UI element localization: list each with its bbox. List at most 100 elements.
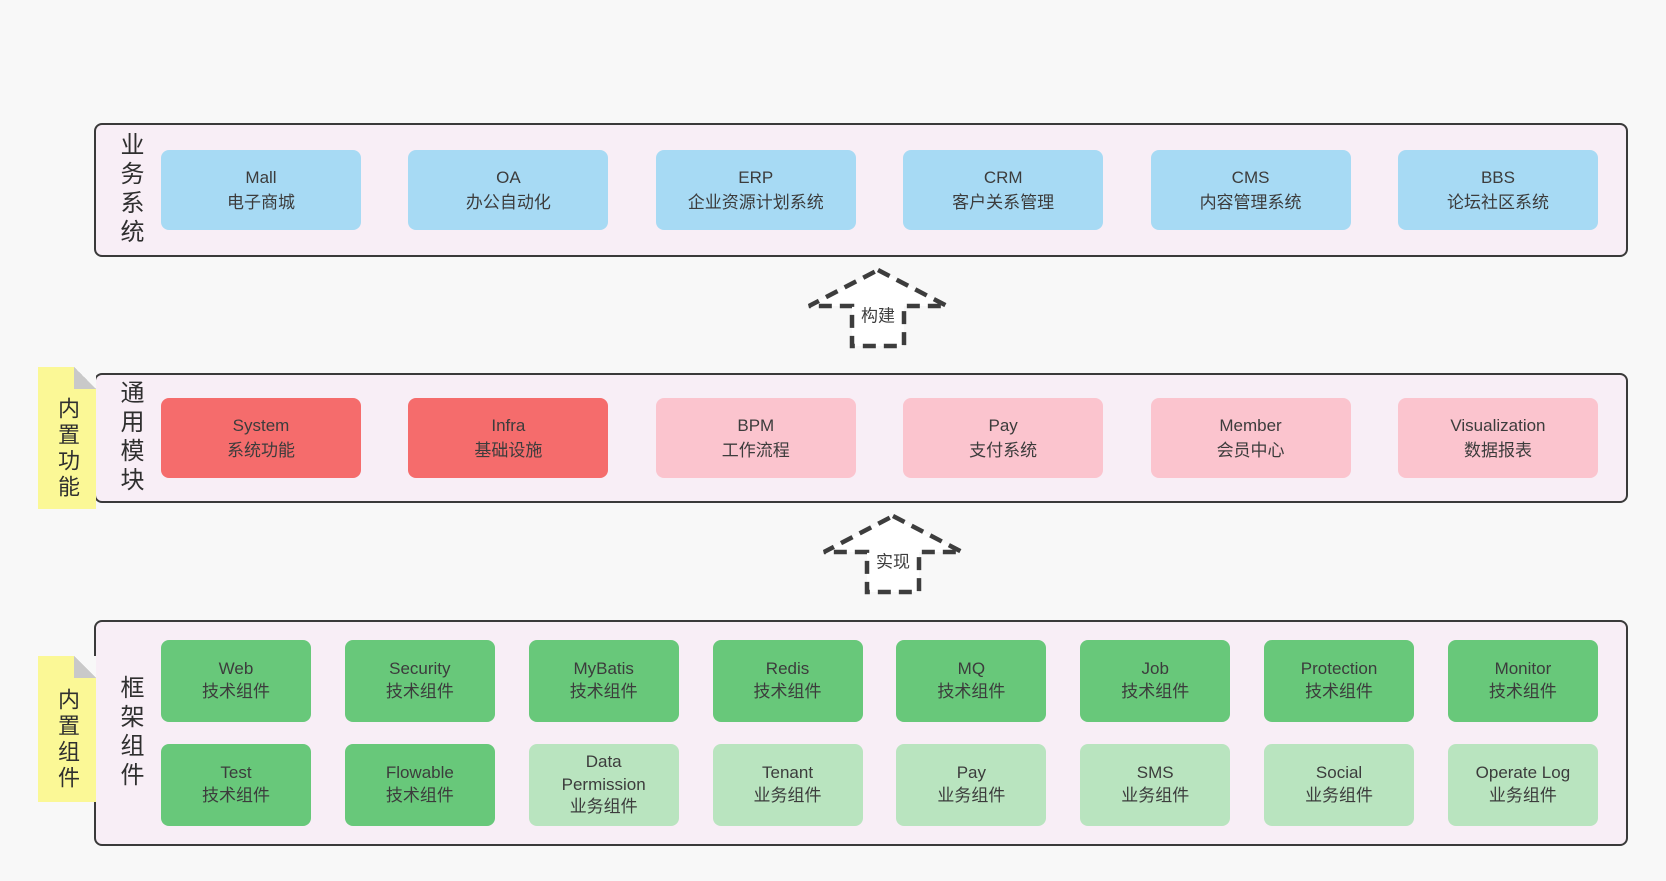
- box-subtitle: 电子商城: [227, 193, 295, 212]
- box-mall: Mall 电子商城: [161, 150, 361, 230]
- box-subtitle: 业务组件: [1488, 786, 1557, 805]
- box-subtitle: 数据报表: [1463, 441, 1532, 460]
- sticky-note-builtin-features: 内置功能: [38, 367, 96, 509]
- box-title: Infra: [491, 415, 526, 435]
- box-subtitle: 客户关系管理: [952, 193, 1055, 212]
- box-subtitle: 技术组件: [385, 786, 454, 805]
- box-social: Social 业务组件: [1264, 744, 1415, 826]
- box-sms: SMS 业务组件: [1080, 744, 1231, 826]
- box-infra: Infra 基础设施: [408, 398, 609, 478]
- box-flowable: Flowable 技术组件: [344, 744, 495, 826]
- box-subtitle: 支付系统: [969, 441, 1038, 460]
- box-subtitle: 技术组件: [202, 786, 270, 805]
- panel-business-label: 业务系统: [116, 132, 143, 248]
- modules-boxes-row: System 系统功能 Infra 基础设施 BPM 工作流程 Pay 支付系统…: [147, 398, 1626, 478]
- box-title: Mall: [245, 167, 277, 187]
- panel-framework-components: 框架组件 Web 技术组件 Security 技术组件 MyBatis 技术组件…: [94, 620, 1628, 846]
- box-title: Data Permission: [561, 751, 646, 794]
- box-title: Pay: [988, 415, 1018, 435]
- box-cms: CMS 内容管理系统: [1150, 150, 1351, 230]
- box-subtitle: 技术组件: [385, 682, 454, 701]
- box-title: MyBatis: [573, 659, 634, 679]
- box-title: Visualization: [1450, 415, 1546, 435]
- components-row-1: Web 技术组件 Security 技术组件 MyBatis 技术组件 Redi…: [147, 640, 1626, 722]
- components-row-2: Test 技术组件 Flowable 技术组件 Data Permission …: [147, 744, 1626, 826]
- box-subtitle: 基础设施: [474, 441, 543, 460]
- business-boxes-row: Mall 电子商城 OA 办公自动化 ERP 企业资源计划系统 CRM 客户关系…: [147, 150, 1626, 230]
- box-title: CMS: [1231, 167, 1270, 187]
- box-subtitle: 技术组件: [937, 682, 1006, 701]
- box-title: Social: [1315, 763, 1363, 783]
- box-title: BPM: [737, 415, 775, 435]
- sticky-note-builtin-components: 内置组件: [38, 656, 96, 802]
- box-subtitle: 工作流程: [721, 441, 790, 460]
- panel-modules-label: 通用模块: [116, 380, 143, 496]
- box-title: Test: [220, 763, 252, 783]
- box-mq: MQ 技术组件: [896, 640, 1047, 722]
- box-title: Protection: [1300, 659, 1378, 679]
- box-pay-component: Pay 业务组件: [896, 744, 1047, 826]
- box-title: Member: [1219, 415, 1282, 435]
- box-title: MQ: [957, 659, 986, 679]
- box-title: OA: [496, 167, 521, 187]
- box-subtitle: 系统功能: [227, 441, 295, 460]
- box-subtitle: 办公自动化: [465, 193, 551, 212]
- box-bbs: BBS 论坛社区系统: [1397, 150, 1598, 230]
- box-system: System 系统功能: [161, 398, 361, 478]
- box-pay-module: Pay 支付系统: [903, 398, 1104, 478]
- box-visualization: Visualization 数据报表: [1397, 398, 1598, 478]
- box-title: Redis: [765, 659, 810, 679]
- box-protection: Protection 技术组件: [1264, 640, 1415, 722]
- box-subtitle: 技术组件: [753, 682, 822, 701]
- box-security: Security 技术组件: [344, 640, 495, 722]
- box-subtitle: 技术组件: [1121, 682, 1190, 701]
- box-subtitle: 内容管理系统: [1199, 193, 1302, 212]
- box-bpm: BPM 工作流程: [655, 398, 856, 478]
- box-subtitle: 业务组件: [1305, 786, 1374, 805]
- panel-components-label: 框架组件: [116, 675, 143, 791]
- box-oa: OA 办公自动化: [408, 150, 609, 230]
- box-title: Flowable: [385, 763, 454, 783]
- box-subtitle: 企业资源计划系统: [687, 193, 824, 212]
- box-title: SMS: [1136, 763, 1174, 783]
- box-subtitle: 技术组件: [1305, 682, 1374, 701]
- box-subtitle: 业务组件: [1121, 786, 1190, 805]
- box-title: Tenant: [762, 763, 814, 783]
- box-title: Monitor: [1494, 659, 1552, 679]
- sticky-note-label: 内置组件: [55, 688, 80, 792]
- box-title: Pay: [956, 763, 987, 783]
- box-job: Job 技术组件: [1080, 640, 1231, 722]
- box-title: CRM: [983, 167, 1023, 187]
- box-redis: Redis 技术组件: [712, 640, 863, 722]
- box-tenant: Tenant 业务组件: [712, 744, 863, 826]
- box-data-permission: Data Permission 业务组件: [528, 744, 679, 826]
- box-operate-log: Operate Log 业务组件: [1447, 744, 1598, 826]
- box-title: Job: [1141, 659, 1169, 679]
- arrow-up-build: 构建: [803, 266, 953, 350]
- box-erp: ERP 企业资源计划系统: [655, 150, 856, 230]
- box-mybatis: MyBatis 技术组件: [528, 640, 679, 722]
- box-title: BBS: [1480, 167, 1515, 187]
- box-subtitle: 技术组件: [1488, 682, 1557, 701]
- box-title: System: [232, 415, 290, 435]
- box-subtitle: 业务组件: [569, 797, 638, 817]
- box-title: ERP: [738, 167, 774, 187]
- box-subtitle: 技术组件: [202, 682, 270, 701]
- box-test: Test 技术组件: [161, 744, 311, 826]
- box-monitor: Monitor 技术组件: [1447, 640, 1598, 722]
- box-subtitle: 业务组件: [753, 786, 822, 805]
- components-rows: Web 技术组件 Security 技术组件 MyBatis 技术组件 Redi…: [147, 640, 1626, 826]
- box-member: Member 会员中心: [1150, 398, 1351, 478]
- box-crm: CRM 客户关系管理: [903, 150, 1104, 230]
- panel-common-modules: 通用模块 System 系统功能 Infra 基础设施 BPM 工作流程 Pay…: [94, 373, 1628, 503]
- sticky-note-label: 内置功能: [55, 397, 80, 501]
- box-web: Web 技术组件: [161, 640, 311, 722]
- box-subtitle: 技术组件: [569, 682, 638, 701]
- box-subtitle: 业务组件: [937, 786, 1006, 805]
- box-title: Operate Log: [1475, 763, 1571, 783]
- box-title: Security: [389, 659, 451, 679]
- box-subtitle: 会员中心: [1216, 441, 1285, 460]
- box-subtitle: 论坛社区系统: [1446, 193, 1549, 212]
- panel-business-systems: 业务系统 Mall 电子商城 OA 办公自动化 ERP 企业资源计划系统 CRM…: [94, 123, 1628, 257]
